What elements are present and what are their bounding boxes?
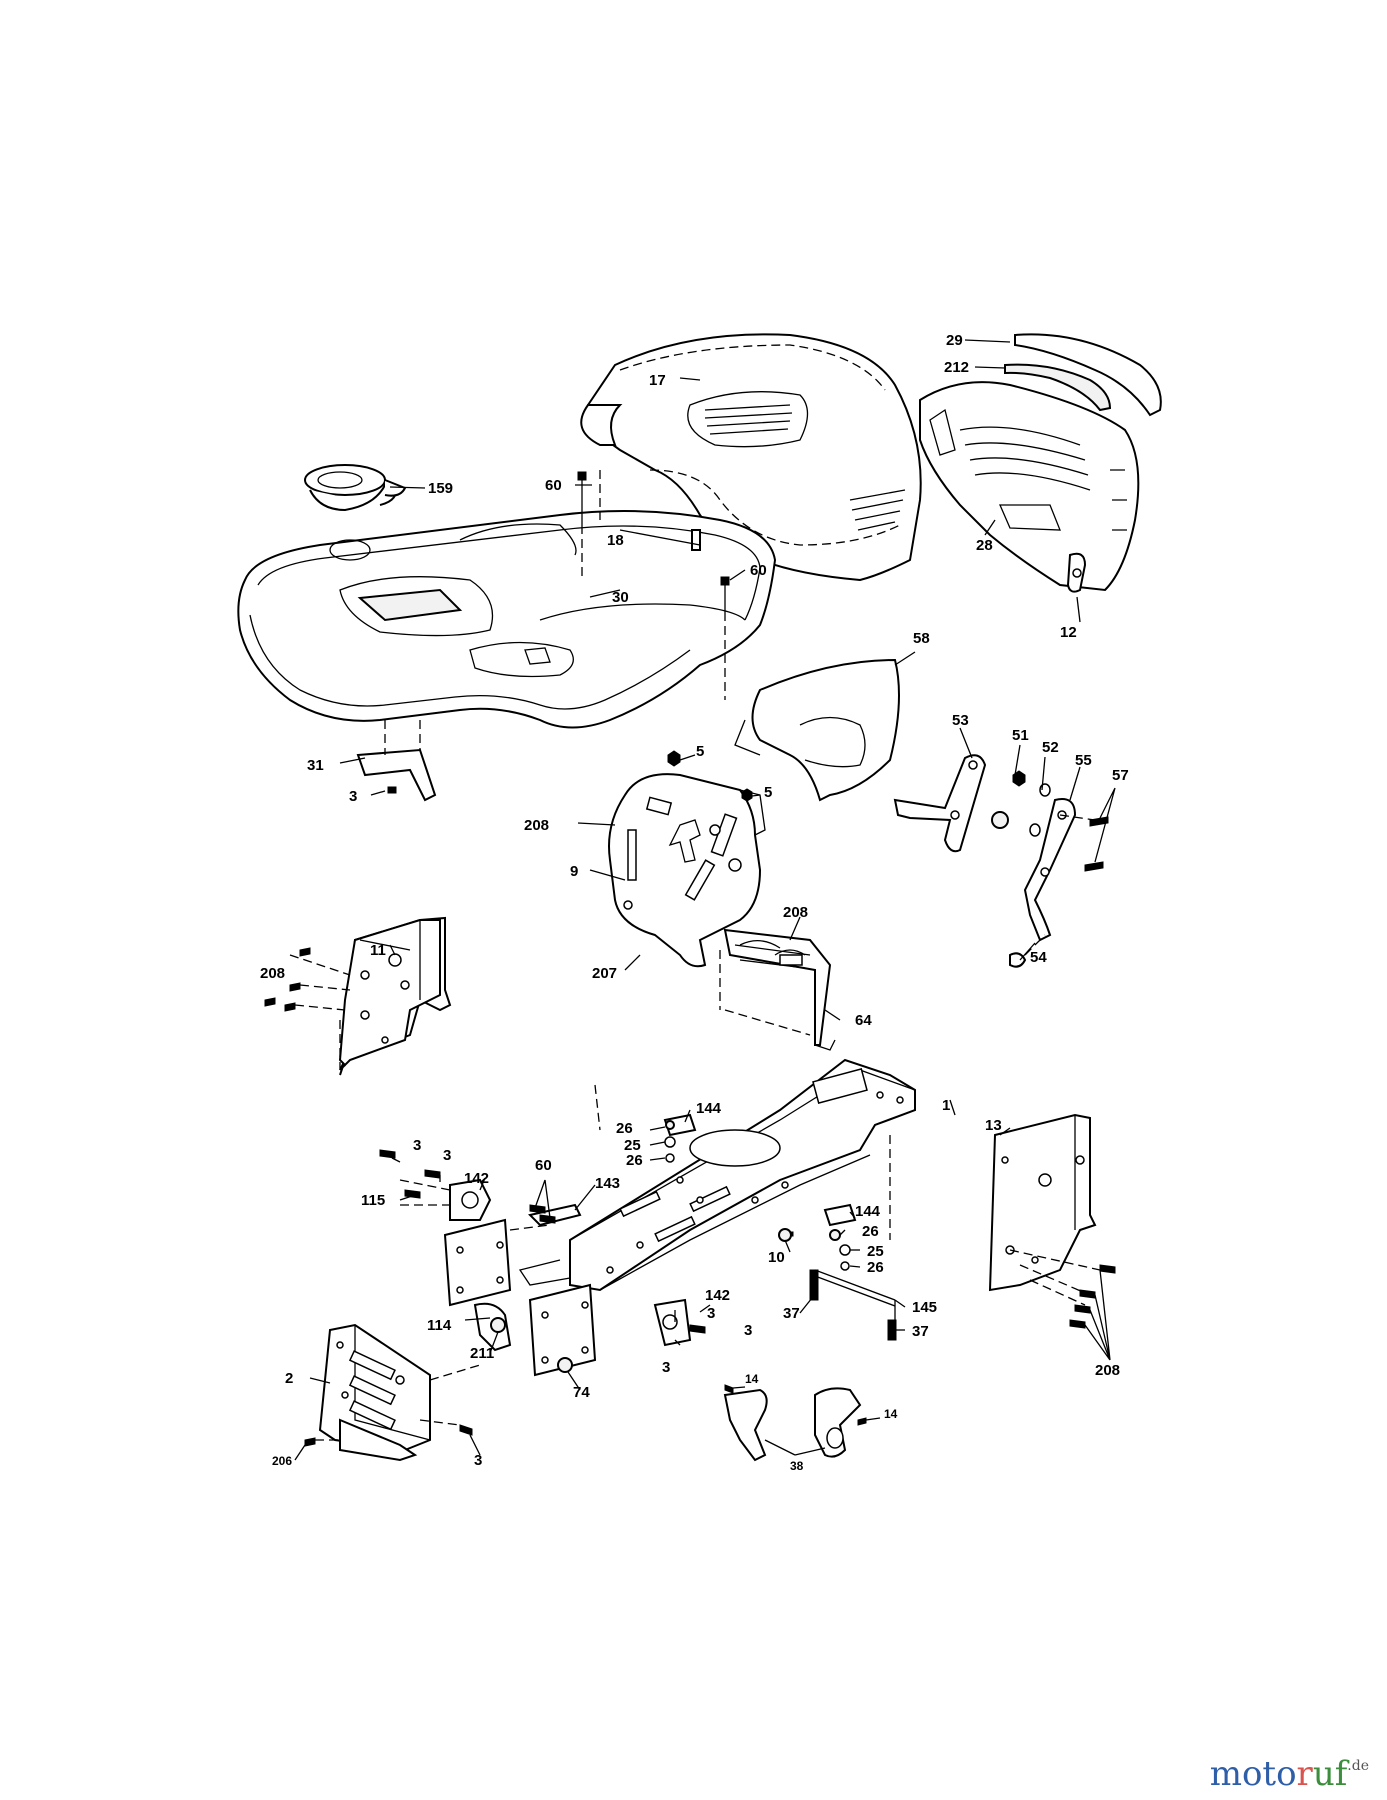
leader-lines [294, 339, 1116, 1461]
label-30: 30 [612, 589, 629, 606]
label-145: 145 [912, 1299, 937, 1316]
grille [919, 381, 1140, 592]
dash-panel [608, 773, 766, 968]
label-54: 54 [1030, 949, 1047, 966]
label-11: 11 [370, 942, 386, 959]
panel-13 [988, 1113, 1116, 1329]
label-2: 2 [285, 1370, 293, 1387]
label-28: 28 [976, 537, 993, 554]
bracket-55 [1023, 798, 1077, 942]
label-51: 51 [1012, 727, 1029, 744]
label-144-top: 144 [696, 1100, 722, 1117]
watermark-text-1: moto [1209, 1754, 1297, 1794]
label-142-left: 142 [464, 1170, 489, 1187]
label-74: 74 [573, 1384, 590, 1401]
label-57: 57 [1112, 767, 1129, 784]
panel-11 [264, 916, 452, 1076]
watermark-text-3: uf [1312, 1754, 1348, 1794]
label-208-dash: 208 [524, 817, 549, 834]
label-38: 38 [790, 1459, 804, 1473]
cup-holder [304, 464, 407, 512]
label-26-b: 26 [626, 1152, 643, 1169]
label-25-a: 25 [624, 1137, 641, 1154]
label-13: 13 [985, 1117, 1002, 1134]
label-115: 115 [361, 1192, 385, 1209]
label-3-e: 3 [662, 1359, 670, 1376]
label-207: 207 [592, 965, 617, 982]
label-55: 55 [1075, 752, 1092, 769]
label-10: 10 [768, 1249, 785, 1266]
label-29: 29 [946, 332, 963, 349]
label-26-d: 26 [867, 1259, 884, 1276]
label-25-b: 25 [867, 1243, 884, 1260]
watermark-text-2: r [1296, 1754, 1313, 1794]
brackets-144 [663, 1113, 857, 1271]
fender-fasteners [577, 470, 730, 700]
label-208-left: 208 [260, 965, 285, 982]
watermark-suffix: .de [1347, 1758, 1369, 1774]
label-208-bracket: 208 [783, 904, 808, 921]
label-211: 211 [470, 1345, 494, 1362]
label-3-c: 3 [707, 1305, 715, 1322]
label-114: 114 [427, 1317, 452, 1334]
label-52: 52 [1042, 739, 1059, 756]
label-58: 58 [913, 630, 930, 647]
label-1: 1 [942, 1097, 950, 1114]
label-206: 206 [272, 1454, 292, 1468]
watermark-logo: motoruf.de [1210, 1754, 1369, 1794]
label-5-top: 5 [696, 743, 704, 760]
label-64: 64 [855, 1012, 872, 1029]
label-37-left: 37 [783, 1305, 800, 1322]
label-208-right: 208 [1095, 1362, 1120, 1379]
label-3-f: 3 [474, 1452, 482, 1469]
latches-38 [723, 1384, 867, 1462]
nuts-5 [667, 750, 753, 802]
label-142-right: 142 [705, 1287, 730, 1304]
label-53: 53 [952, 712, 969, 729]
label-144-right: 144 [855, 1203, 881, 1220]
shield-58 [734, 658, 900, 802]
frame-1 [518, 1058, 916, 1292]
label-3-b: 3 [443, 1147, 451, 1164]
label-3-a: 3 [413, 1137, 421, 1154]
part-labels: 17 29 212 159 60 18 30 60 28 12 58 31 3 … [260, 332, 1129, 1473]
label-159: 159 [428, 480, 453, 497]
label-14-left: 14 [745, 1372, 759, 1386]
label-3-d: 3 [744, 1322, 752, 1339]
label-143: 143 [595, 1175, 620, 1192]
label-37-right: 37 [912, 1323, 929, 1340]
label-31: 31 [307, 757, 324, 774]
emblem [1066, 552, 1087, 593]
label-9: 9 [570, 863, 578, 880]
bracket-64 [719, 928, 836, 1051]
fender-body [237, 510, 777, 729]
label-5-right: 5 [764, 784, 772, 801]
rod-145 [809, 1269, 897, 1341]
bracket-31 [356, 720, 437, 802]
hood-trim [1004, 333, 1162, 417]
label-212: 212 [944, 359, 969, 376]
label-17: 17 [649, 372, 666, 389]
label-18: 18 [607, 532, 624, 549]
label-3-bracket: 3 [349, 788, 357, 805]
front-plate-2 [304, 1323, 481, 1462]
label-60-right: 60 [750, 562, 767, 579]
label-60-top: 60 [545, 477, 562, 494]
label-26-c: 26 [862, 1223, 879, 1240]
hood [580, 333, 922, 582]
bracket-53 [893, 754, 987, 853]
label-14-right: 14 [884, 1407, 898, 1421]
label-26-a: 26 [616, 1120, 633, 1137]
label-60-frame: 60 [535, 1157, 552, 1174]
hardware-right-upper [991, 770, 1109, 968]
label-12: 12 [1060, 624, 1077, 641]
